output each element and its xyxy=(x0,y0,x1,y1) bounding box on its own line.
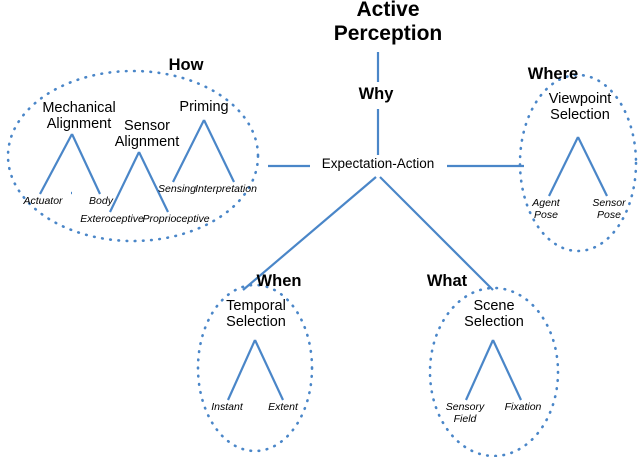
leaf-agent-pose-line-2: Pose xyxy=(534,208,558,221)
node-sensor-alignment-line-1: Sensor xyxy=(124,118,170,134)
branch-label-why: Why xyxy=(358,85,394,103)
hub-node-expectation-action: Expectation-Action xyxy=(321,156,435,171)
leaf-instant: Instant xyxy=(211,401,243,413)
title-line-2: Perception xyxy=(333,21,443,45)
edge-viewpoint-sensor xyxy=(577,136,608,197)
node-mechanical-alignment-line-1: Mechanical xyxy=(42,100,116,116)
cluster-ellipse-how xyxy=(6,69,260,243)
node-priming: Priming xyxy=(179,99,229,115)
branch-label-how: How xyxy=(168,56,204,74)
edge-sensor-proprio xyxy=(138,151,169,213)
edge-mech-actuator xyxy=(39,133,73,195)
branch-label-what: What xyxy=(426,272,468,290)
edge-scene-sensory xyxy=(464,339,495,401)
leaf-exteroceptive: Exteroceptive xyxy=(80,213,144,225)
leaf-sensory-field: Sensory Field xyxy=(445,401,485,426)
leaf-interpretation: Interpretation xyxy=(195,183,257,195)
cluster-ellipse-what xyxy=(428,286,560,457)
leaf-agent-pose-line-1: Agent xyxy=(532,197,560,209)
edge-mech-body xyxy=(71,133,101,195)
node-scene-selection: Scene Selection xyxy=(464,298,524,331)
branch-label-when: When xyxy=(256,272,302,290)
leaf-actuator: Actuator xyxy=(23,195,63,207)
edge-sensor-extero xyxy=(109,151,140,213)
leaf-sensory-field-line-2: Field xyxy=(453,412,477,425)
leaf-sensor-pose-line-2: Pose xyxy=(597,208,621,221)
leaf-sensory-field-line-1: Sensory xyxy=(445,401,485,413)
node-viewpoint-selection-line-1: Viewpoint xyxy=(548,91,612,107)
edge-temporal-extent xyxy=(254,339,284,401)
title-line-1: Active xyxy=(356,0,420,21)
edge-scene-fixation xyxy=(492,339,522,401)
branch-label-where: Where xyxy=(527,65,579,83)
leaf-sensor-pose: Sensor Pose xyxy=(592,197,626,222)
leaf-extent: Extent xyxy=(268,401,298,413)
node-viewpoint-selection-line-2: Selection xyxy=(550,106,610,123)
leaf-sensor-pose-line-1: Sensor xyxy=(592,197,626,209)
node-sensor-alignment-line-2: Alignment xyxy=(114,133,180,150)
node-mechanical-alignment: Mechanical Alignment xyxy=(42,100,116,133)
node-mechanical-alignment-line-2: Alignment xyxy=(46,115,112,132)
leaf-sensing: Sensing xyxy=(158,183,196,195)
leaf-body: Body xyxy=(89,195,113,207)
cluster-ellipse-where xyxy=(518,73,638,253)
edge-priming-sensing xyxy=(172,119,205,183)
node-viewpoint-selection: Viewpoint Selection xyxy=(548,91,612,124)
node-sensor-alignment: Sensor Alignment xyxy=(114,118,180,151)
edge-viewpoint-agent xyxy=(548,136,579,197)
diagram-title: Active Perception xyxy=(334,0,443,45)
node-temporal-selection-line-1: Temporal xyxy=(226,298,286,314)
leaf-agent-pose: Agent Pose xyxy=(532,197,560,222)
cluster-ellipse-when xyxy=(196,283,314,453)
node-scene-selection-line-1: Scene xyxy=(473,298,515,314)
edge-temporal-instant xyxy=(226,339,257,401)
leaf-proprioceptive: Proprioceptive xyxy=(142,213,210,225)
edge-priming-interp xyxy=(203,119,235,183)
edge-hub-when xyxy=(242,176,377,291)
leaf-fixation: Fixation xyxy=(504,401,542,413)
node-scene-selection-line-2: Selection xyxy=(464,313,524,330)
edge-hub-what xyxy=(379,176,494,291)
node-temporal-selection: Temporal Selection xyxy=(226,298,286,331)
node-temporal-selection-line-2: Selection xyxy=(226,313,286,330)
